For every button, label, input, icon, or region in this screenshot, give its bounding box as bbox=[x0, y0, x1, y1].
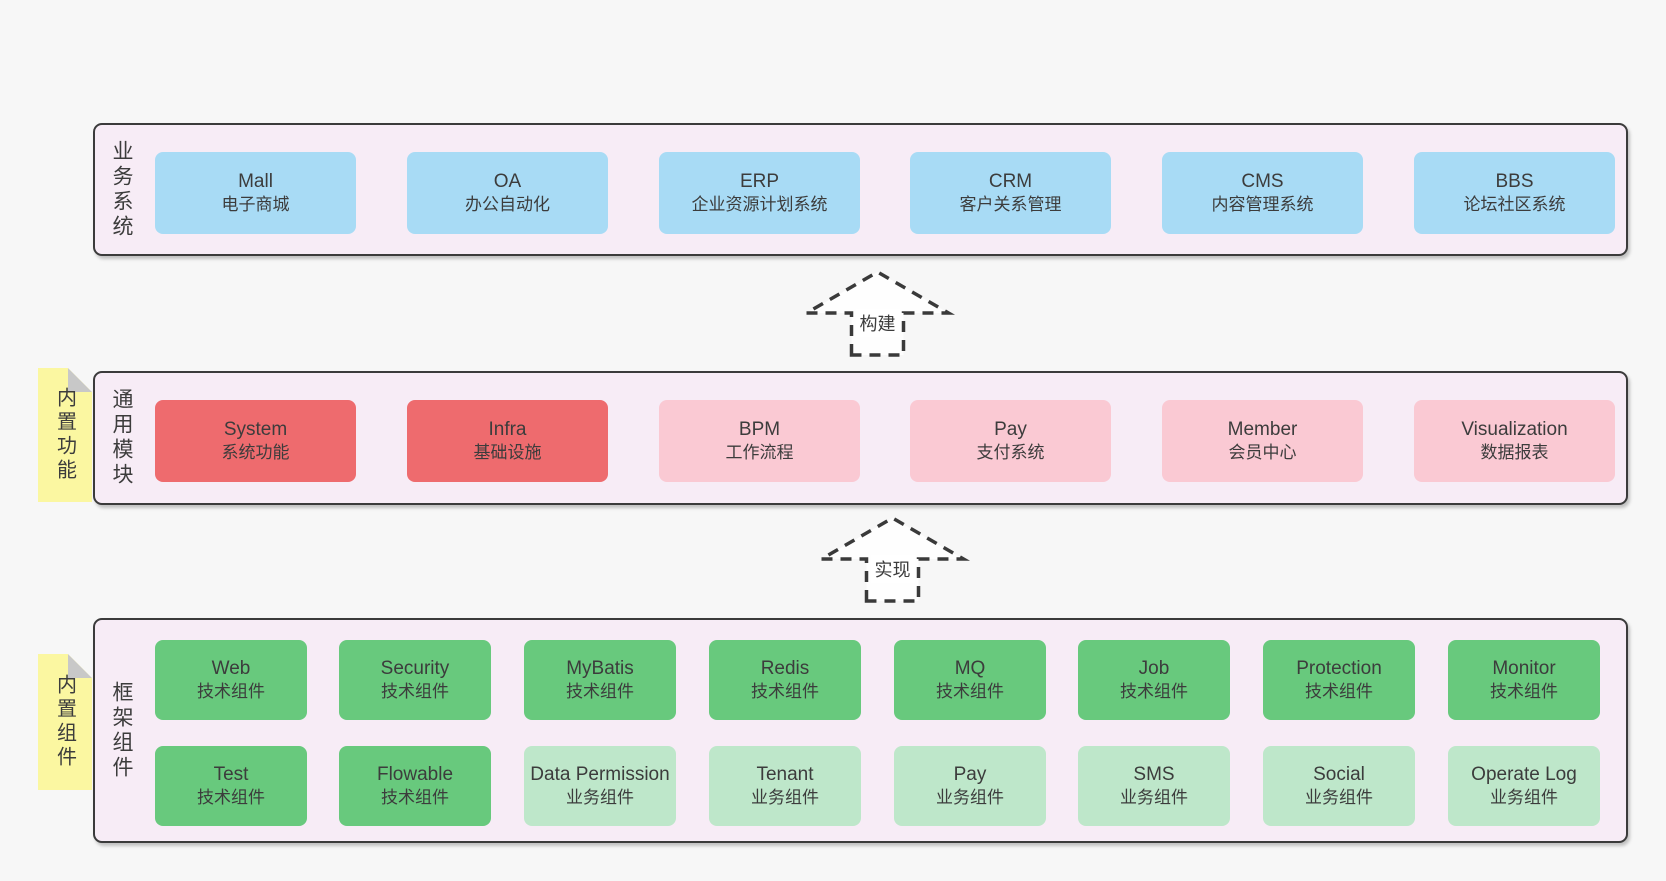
sticky-label: 内置功能 bbox=[53, 387, 76, 483]
box-name: Social bbox=[1313, 764, 1365, 786]
sticky-label: 内置组件 bbox=[53, 674, 76, 770]
box-pay-component: Pay 业务组件 bbox=[894, 746, 1046, 826]
box-subtitle: 业务组件 bbox=[1490, 788, 1558, 808]
box-erp: ERP 企业资源计划系统 bbox=[659, 152, 860, 234]
box-name: CMS bbox=[1241, 171, 1284, 193]
box-subtitle: 系统功能 bbox=[221, 443, 290, 463]
box-name: Redis bbox=[760, 658, 810, 680]
box-subtitle: 业务组件 bbox=[1120, 788, 1188, 808]
framework-components-panel-label: 框架组件 bbox=[110, 680, 133, 781]
box-pay-module: Pay 支付系统 bbox=[910, 400, 1111, 482]
box-subtitle: 技术组件 bbox=[197, 788, 265, 808]
box-visualization: Visualization 数据报表 bbox=[1414, 400, 1615, 482]
box-subtitle: 内容管理系统 bbox=[1211, 195, 1314, 215]
box-name: Pay bbox=[953, 764, 987, 786]
box-subtitle: 会员中心 bbox=[1228, 443, 1297, 463]
box-name: MyBatis bbox=[566, 658, 634, 680]
build-arrow-label: 构建 bbox=[855, 309, 900, 337]
box-subtitle: 业务组件 bbox=[566, 788, 634, 808]
box-oa: OA 办公自动化 bbox=[407, 152, 608, 234]
box-name: Pay bbox=[994, 419, 1027, 441]
sticky-builtin-features: 内置功能 bbox=[38, 368, 92, 502]
box-subtitle: 企业资源计划系统 bbox=[691, 195, 828, 215]
box-subtitle: 客户关系管理 bbox=[959, 195, 1062, 215]
box-subtitle: 业务组件 bbox=[1305, 788, 1373, 808]
box-subtitle: 支付系统 bbox=[976, 443, 1045, 463]
box-protection: Protection 技术组件 bbox=[1263, 640, 1415, 720]
box-name: Mall bbox=[238, 171, 273, 193]
box-subtitle: 基础设施 bbox=[473, 443, 542, 463]
box-name: Operate Log bbox=[1471, 764, 1577, 786]
box-mq: MQ 技术组件 bbox=[894, 640, 1046, 720]
box-name: Flowable bbox=[376, 764, 454, 786]
box-security: Security 技术组件 bbox=[339, 640, 491, 720]
box-subtitle: 业务组件 bbox=[936, 788, 1004, 808]
box-subtitle: 技术组件 bbox=[751, 682, 819, 702]
box-monitor: Monitor 技术组件 bbox=[1448, 640, 1600, 720]
box-social: Social 业务组件 bbox=[1263, 746, 1415, 826]
business-systems-panel-label: 业务系统 bbox=[110, 139, 133, 240]
box-subtitle: 技术组件 bbox=[1305, 682, 1373, 702]
box-mall: Mall 电子商城 bbox=[155, 152, 356, 234]
box-subtitle: 业务组件 bbox=[751, 788, 819, 808]
box-mybatis: MyBatis 技术组件 bbox=[524, 640, 676, 720]
box-subtitle: 数据报表 bbox=[1480, 443, 1549, 463]
box-name: Job bbox=[1138, 658, 1170, 680]
box-name: Monitor bbox=[1492, 658, 1556, 680]
box-name: Protection bbox=[1296, 658, 1382, 680]
box-name: BBS bbox=[1495, 171, 1534, 193]
framework-components-panel: 框架组件 Web 技术组件 Security 技术组件 MyBatis 技术组件… bbox=[93, 618, 1628, 843]
box-subtitle: 技术组件 bbox=[197, 682, 265, 702]
box-name: Data Permission bbox=[530, 764, 670, 786]
box-name: ERP bbox=[739, 171, 780, 193]
common-modules-panel: 通用模块 System 系统功能 Infra 基础设施 BPM 工作流程 Pay… bbox=[93, 371, 1628, 505]
sticky-builtin-components: 内置组件 bbox=[38, 654, 92, 790]
business-systems-panel: 业务系统 Mall 电子商城 OA 办公自动化 ERP 企业资源计划系统 CRM… bbox=[93, 123, 1628, 256]
common-modules-panel-label: 通用模块 bbox=[110, 388, 133, 488]
box-test: Test 技术组件 bbox=[155, 746, 307, 826]
box-sms: SMS 业务组件 bbox=[1078, 746, 1230, 826]
implement-arrow-label: 实现 bbox=[870, 555, 915, 583]
box-subtitle: 技术组件 bbox=[936, 682, 1004, 702]
box-tenant: Tenant 业务组件 bbox=[709, 746, 861, 826]
box-name: MQ bbox=[954, 658, 986, 680]
box-web: Web 技术组件 bbox=[155, 640, 307, 720]
box-subtitle: 技术组件 bbox=[566, 682, 634, 702]
box-name: CRM bbox=[988, 171, 1033, 193]
box-subtitle: 电子商城 bbox=[221, 195, 290, 215]
build-arrow: 构建 bbox=[797, 268, 958, 359]
box-name: System bbox=[223, 419, 288, 441]
box-name: OA bbox=[493, 171, 522, 193]
implement-arrow: 实现 bbox=[812, 514, 973, 605]
box-name: Infra bbox=[488, 419, 527, 441]
box-infra: Infra 基础设施 bbox=[407, 400, 608, 482]
box-crm: CRM 客户关系管理 bbox=[910, 152, 1111, 234]
box-bpm: BPM 工作流程 bbox=[659, 400, 860, 482]
box-subtitle: 工作流程 bbox=[725, 443, 794, 463]
box-flowable: Flowable 技术组件 bbox=[339, 746, 491, 826]
box-system: System 系统功能 bbox=[155, 400, 356, 482]
box-redis: Redis 技术组件 bbox=[709, 640, 861, 720]
box-name: Web bbox=[211, 658, 251, 680]
box-subtitle: 技术组件 bbox=[381, 788, 449, 808]
box-name: BPM bbox=[738, 419, 781, 441]
box-subtitle: 技术组件 bbox=[1120, 682, 1188, 702]
box-name: Tenant bbox=[756, 764, 814, 786]
box-subtitle: 论坛社区系统 bbox=[1463, 195, 1566, 215]
box-name: Visualization bbox=[1461, 419, 1568, 441]
box-job: Job 技术组件 bbox=[1078, 640, 1230, 720]
box-subtitle: 办公自动化 bbox=[465, 195, 550, 215]
box-name: Member bbox=[1227, 419, 1298, 441]
box-operate-log: Operate Log 业务组件 bbox=[1448, 746, 1600, 826]
box-name: Test bbox=[213, 764, 249, 786]
box-subtitle: 技术组件 bbox=[381, 682, 449, 702]
box-bbs: BBS 论坛社区系统 bbox=[1414, 152, 1615, 234]
box-member: Member 会员中心 bbox=[1162, 400, 1363, 482]
box-subtitle: 技术组件 bbox=[1490, 682, 1558, 702]
box-cms: CMS 内容管理系统 bbox=[1162, 152, 1363, 234]
box-data-permission: Data Permission 业务组件 bbox=[524, 746, 676, 826]
box-name: SMS bbox=[1133, 764, 1175, 786]
box-name: Security bbox=[380, 658, 450, 680]
